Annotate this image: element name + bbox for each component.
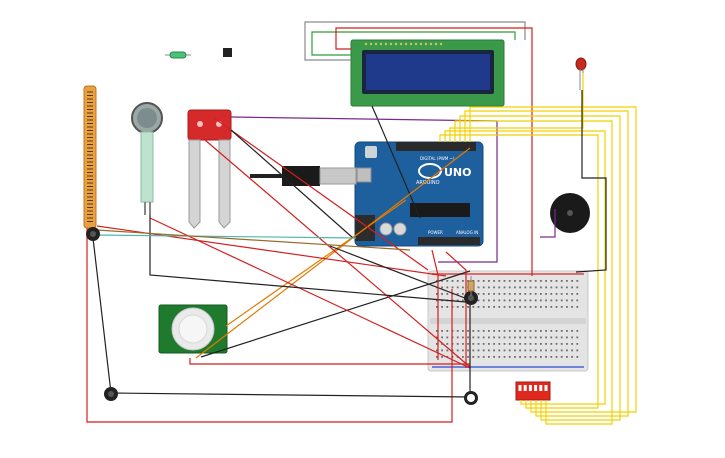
- dip-switch[interactable]: [515, 381, 551, 401]
- usb-cable: [250, 166, 357, 186]
- wires: [86, 21, 637, 425]
- pir-motion-sensor[interactable]: [158, 304, 228, 354]
- board-brand-label: ARDUINO: [416, 180, 440, 186]
- soil-moisture-sensor[interactable]: [187, 109, 232, 229]
- atmega-chip: [410, 203, 470, 217]
- flex-sensor[interactable]: [83, 85, 97, 229]
- capacitor: [393, 222, 407, 236]
- power-label: POWER: [428, 230, 443, 235]
- lcd-display[interactable]: [350, 39, 505, 107]
- reset-button[interactable]: [365, 146, 377, 158]
- junction-nodes: [86, 227, 478, 405]
- digital-header: [396, 142, 476, 151]
- force-sensor[interactable]: [131, 102, 163, 215]
- board-model-label: UNO: [444, 166, 472, 179]
- led[interactable]: [575, 57, 587, 90]
- analog-header: [418, 237, 480, 245]
- capacitor: [379, 222, 393, 236]
- piezo-buzzer[interactable]: [550, 193, 590, 233]
- analog-label: ANALOG IN: [456, 230, 478, 235]
- digital-label: DIGITAL (PWM ~): [420, 156, 455, 161]
- arduino-uno-board[interactable]: UNO ARDUINO DIGITAL (PWM ~) POWER ANALOG…: [354, 141, 484, 247]
- pushbutton-component: [223, 48, 232, 57]
- usb-port: [356, 167, 372, 183]
- lcd-screen: [366, 54, 490, 90]
- breadboard-resistor: [467, 276, 475, 296]
- resistor-component: [165, 51, 191, 59]
